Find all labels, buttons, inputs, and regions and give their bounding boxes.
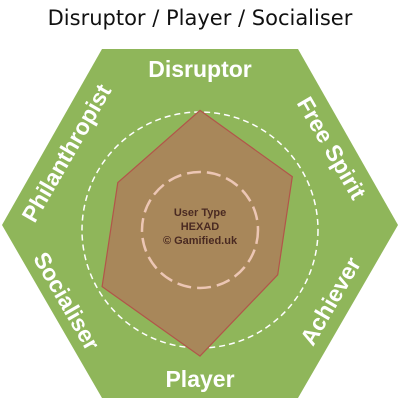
center-text-line3: © Gamified.uk [163,235,238,247]
inner-dashed-ring [140,170,260,290]
label-disruptor: Disruptor [148,56,252,82]
label-player: Player [165,366,234,392]
page-title: Disruptor / Player / Socialiser [47,6,353,30]
center-text-line2: HEXAD [181,221,220,233]
player-type-profile [101,109,293,357]
center-text-line1: User Type [174,207,226,219]
